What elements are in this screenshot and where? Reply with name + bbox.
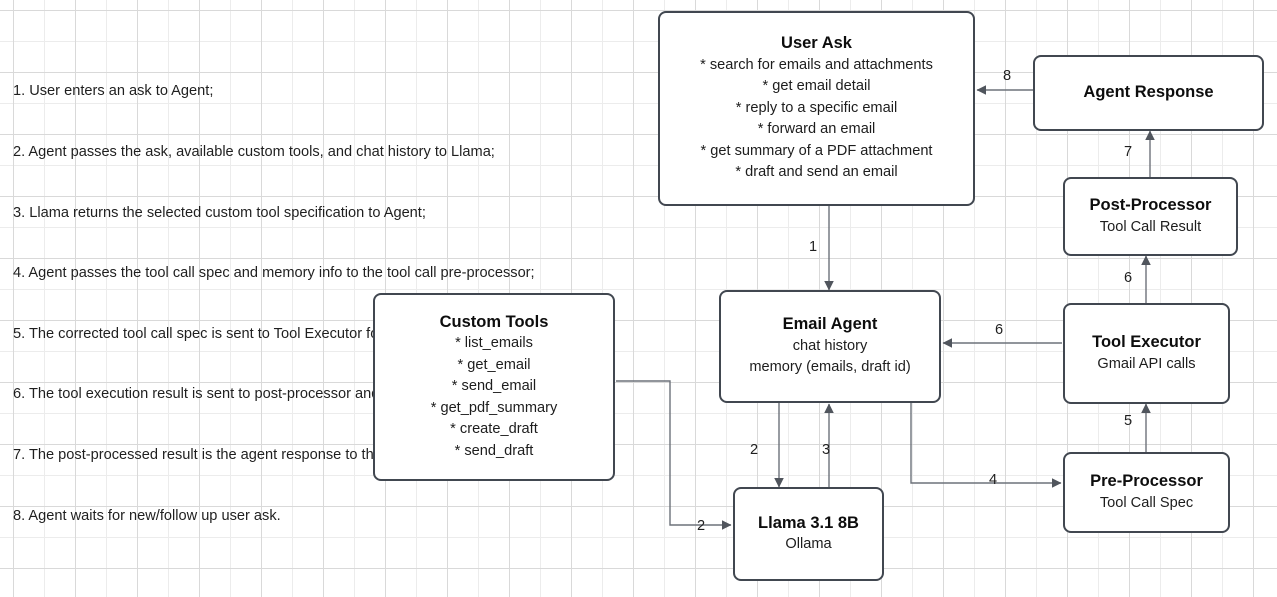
- node-custom-tools-title: Custom Tools: [439, 312, 549, 331]
- node-pre-processor-title: Pre-Processor: [1090, 472, 1203, 490]
- custom-tool-item-2: * get_email: [457, 356, 531, 373]
- edge-custom-tools-to-llama: [616, 380, 732, 530]
- user-ask-item-1: * search for emails and attachments: [700, 56, 933, 73]
- legend-line-4: 4. Agent passes the tool call spec and m…: [13, 265, 535, 282]
- node-user-ask-title: User Ask: [781, 34, 852, 53]
- edge-label-1: 1: [809, 239, 818, 255]
- legend-line-3: 3. Llama returns the selected custom too…: [13, 204, 426, 221]
- edge-label-3: 3: [822, 442, 831, 458]
- node-custom-tools[interactable]: Custom Tools * list_emails * get_email *…: [373, 293, 615, 481]
- custom-tool-item-6: * send_draft: [454, 442, 534, 459]
- legend-line-2: 2. Agent passes the ask, available custo…: [13, 144, 495, 161]
- node-tool-executor-title: Tool Executor: [1092, 333, 1201, 351]
- node-post-processor[interactable]: Post-Processor Tool Call Result: [1063, 177, 1238, 256]
- node-tool-executor[interactable]: Tool Executor Gmail API calls: [1063, 303, 1230, 404]
- edge-label-5: 5: [1124, 413, 1133, 429]
- node-email-agent-chat-history: chat history: [792, 337, 868, 354]
- edge-label-2-agent: 2: [750, 442, 759, 458]
- custom-tool-item-3: * send_email: [451, 378, 537, 395]
- custom-tool-item-4: * get_pdf_summary: [430, 399, 558, 416]
- edge-label-4: 4: [989, 472, 998, 488]
- node-user-ask-items: * search for emails and attachments * ge…: [700, 55, 933, 184]
- node-post-processor-title: Post-Processor: [1089, 196, 1212, 214]
- node-pre-processor-subtitle: Tool Call Spec: [1099, 494, 1194, 511]
- custom-tool-item-5: * create_draft: [450, 421, 538, 438]
- node-custom-tools-items: * list_emails * get_email * send_email *…: [431, 333, 558, 462]
- node-email-agent[interactable]: Email Agent chat history memory (emails,…: [719, 290, 941, 403]
- user-ask-item-6: * draft and send an email: [735, 164, 898, 181]
- user-ask-item-3: * reply to a specific email: [735, 99, 898, 116]
- node-user-ask[interactable]: User Ask * search for emails and attachm…: [658, 11, 975, 206]
- edge-label-6-post: 6: [1124, 270, 1133, 286]
- edge-label-6-agent: 6: [995, 322, 1004, 338]
- edge-email-agent-to-pre-processor: [910, 403, 1062, 488]
- node-llama[interactable]: Llama 3.1 8B Ollama: [733, 487, 884, 581]
- node-post-processor-subtitle: Tool Call Result: [1099, 218, 1202, 235]
- node-email-agent-title: Email Agent: [782, 315, 878, 334]
- legend-line-8: 8. Agent waits for new/follow up user as…: [13, 507, 281, 524]
- edge-label-8: 8: [1003, 68, 1012, 84]
- node-llama-title: Llama 3.1 8B: [758, 513, 859, 532]
- user-ask-item-4: * forward an email: [757, 121, 876, 138]
- user-ask-item-5: * get summary of a PDF attachment: [700, 142, 933, 159]
- node-agent-response-title: Agent Response: [1083, 83, 1214, 102]
- user-ask-item-2: * get email detail: [762, 78, 871, 95]
- node-email-agent-memory: memory (emails, draft id): [749, 359, 911, 376]
- node-agent-response[interactable]: Agent Response: [1033, 55, 1264, 131]
- node-llama-subtitle: Ollama: [785, 536, 832, 552]
- node-tool-executor-subtitle: Gmail API calls: [1097, 355, 1196, 372]
- edge-label-7: 7: [1124, 144, 1133, 160]
- legend-line-1: 1. User enters an ask to Agent;: [13, 83, 214, 100]
- edge-label-2-tools: 2: [697, 518, 706, 534]
- custom-tool-item-1: * list_emails: [455, 335, 533, 352]
- node-pre-processor[interactable]: Pre-Processor Tool Call Spec: [1063, 452, 1230, 533]
